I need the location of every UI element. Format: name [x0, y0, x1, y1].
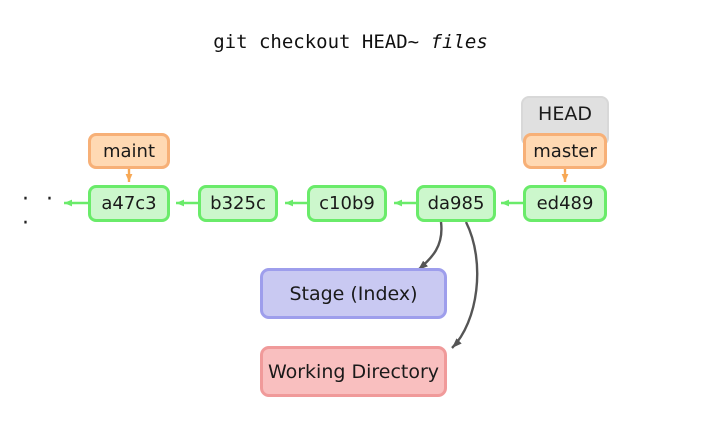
commit-b325c-label: b325c: [210, 193, 266, 214]
working-directory-label: Working Directory: [267, 360, 440, 383]
branch-master[interactable]: master: [523, 133, 607, 169]
stage-index-label: Stage (Index): [289, 282, 418, 305]
commit-ed489[interactable]: ed489: [523, 185, 607, 222]
working-directory-box[interactable]: Working Directory: [260, 346, 447, 397]
stage-index-box[interactable]: Stage (Index): [260, 268, 447, 319]
commit-ed489-label: ed489: [536, 193, 594, 214]
history-ellipsis: · · ·: [22, 187, 58, 236]
commit-b325c[interactable]: b325c: [198, 185, 278, 222]
commit-c10b9-label: c10b9: [319, 193, 375, 214]
branch-pointer-arrows: [125, 169, 569, 182]
commit-c10b9[interactable]: c10b9: [307, 185, 387, 222]
head-label-text: HEAD: [538, 103, 592, 125]
page-title: git checkout HEAD~ files: [0, 31, 701, 53]
arrow-da985-to-working-directory: [451, 221, 479, 349]
branch-maint-label: maint: [102, 140, 156, 162]
branch-maint[interactable]: maint: [88, 133, 170, 169]
branch-master-label: master: [533, 140, 597, 162]
title-command: git checkout HEAD~: [213, 31, 431, 53]
commit-da985-label: da985: [427, 193, 485, 214]
title-argument: files: [430, 31, 488, 53]
commit-a47c3-label: a47c3: [101, 193, 157, 214]
commit-a47c3[interactable]: a47c3: [88, 185, 170, 222]
commit-da985[interactable]: da985: [416, 185, 496, 222]
arrow-da985-to-stage: [417, 221, 443, 271]
